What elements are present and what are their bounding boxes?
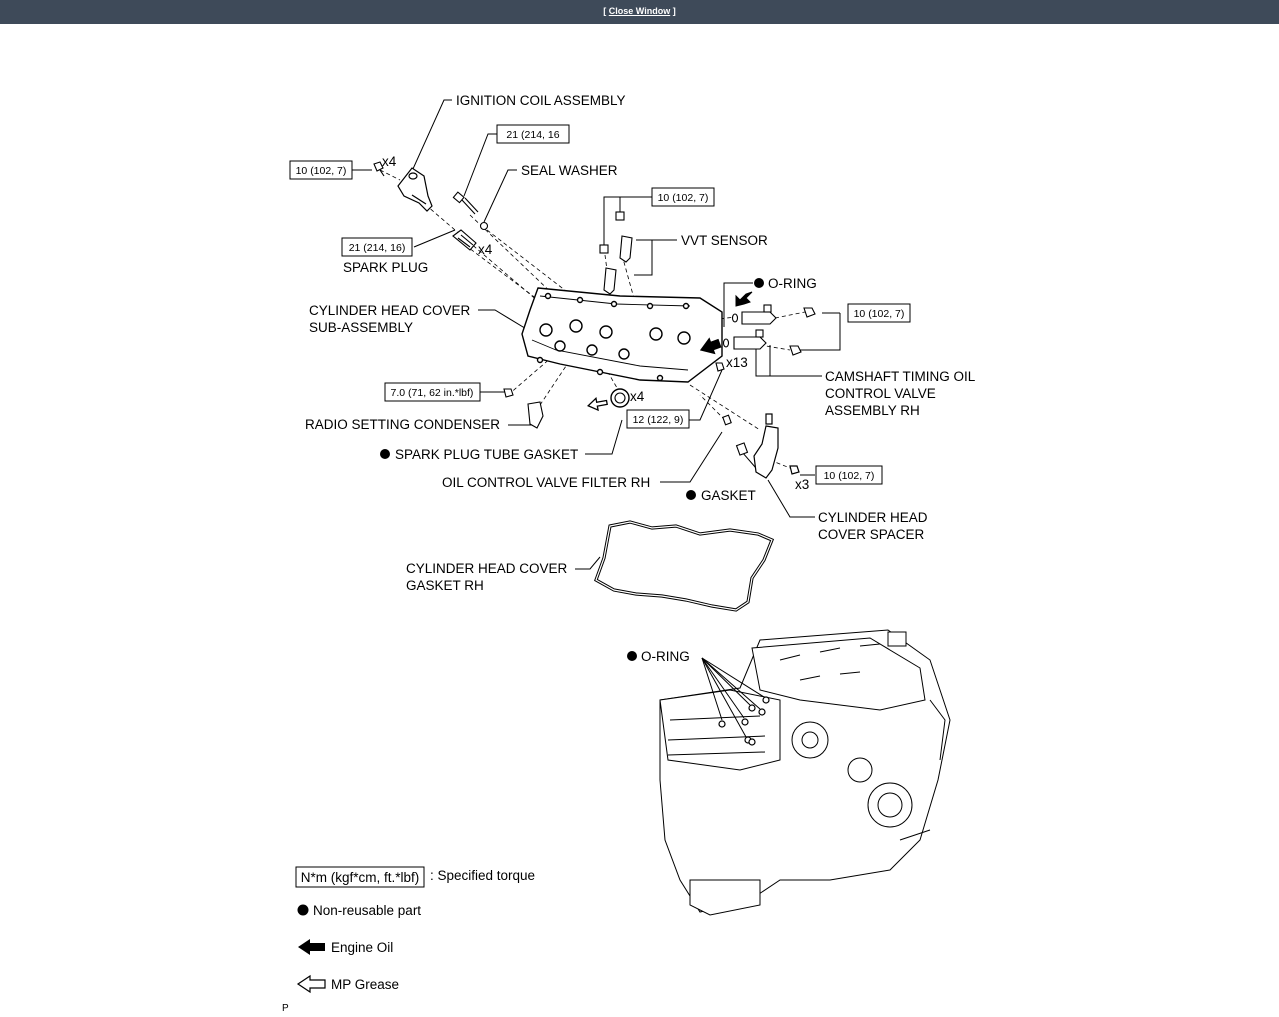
torque-specs: 10 (102, 7) 21 (214, 16 21 (214, 16) 10 … <box>289 124 911 485</box>
ignition-coil-part <box>397 167 433 212</box>
cylinder-head-cover-part <box>521 287 723 383</box>
qty-spark-plug: x4 <box>478 242 493 257</box>
label-ocv-filter: OIL CONTROL VALVE FILTER RH <box>442 475 650 490</box>
torque-ocv: 10 (102, 7) <box>854 308 905 320</box>
legend-non-reusable-dot-icon <box>297 904 309 916</box>
label-spark-plug: SPARK PLUG <box>343 260 428 275</box>
ocv-filter-and-gasket-parts <box>722 414 749 456</box>
legend-mp-grease-arrow-icon <box>296 974 326 994</box>
legend-mp-grease-text: MP Grease <box>331 977 399 992</box>
close-bracket-left: [ <box>603 6 609 16</box>
engine-oil-arrow-icons <box>699 291 753 355</box>
part-labels: IGNITION COIL ASSEMBLY SEAL WASHER VVT S… <box>305 93 976 664</box>
label-radio-condenser: RADIO SETTING CONDENSER <box>305 417 500 432</box>
torque-stud: 21 (214, 16 <box>506 129 559 141</box>
exploded-parts-diagram: 10 (102, 7) 21 (214, 16 21 (214, 16) 10 … <box>289 93 976 994</box>
legend-engine-oil-text: Engine Oil <box>331 940 393 955</box>
non-reusable-dot-icon <box>380 449 390 459</box>
close-window-link[interactable]: Close Window <box>608 6 671 16</box>
vvt-sensor-parts <box>599 211 633 295</box>
torque-cover-bolt: 12 (122, 9) <box>633 414 684 426</box>
spark-plug-tube-gasket-part <box>610 388 630 408</box>
label-gasket: GASKET <box>701 488 756 503</box>
label-spacer-line2: COVER SPACER <box>818 527 925 542</box>
label-camshaft-line2: CONTROL VALVE <box>825 386 936 401</box>
legend-torque-box <box>295 866 425 888</box>
engine-o-ring-markers <box>718 696 770 746</box>
cylinder-head-cover-spacer-part <box>753 413 800 479</box>
legend-non-reusable-text: Non-reusable part <box>313 903 421 918</box>
cover-bolt-part <box>715 362 725 372</box>
seal-washer-part <box>479 221 489 231</box>
label-o-ring-top: O-RING <box>768 276 817 291</box>
close-bracket-right: ] <box>670 6 676 16</box>
footer-marker: P <box>282 1003 289 1014</box>
close-window-control: [ Close Window ] <box>603 6 675 16</box>
torque-vvt: 10 (102, 7) <box>658 192 709 204</box>
label-spark-plug-tube-gasket: SPARK PLUG TUBE GASKET <box>395 447 578 462</box>
mp-grease-arrow-icon <box>586 396 608 412</box>
qty-tube-gasket: x4 <box>630 389 645 404</box>
label-cylinder-head-cover-line2: SUB-ASSEMBLY <box>309 320 413 335</box>
torque-ignition: 10 (102, 7) <box>296 165 347 177</box>
label-cover-gasket-line2: GASKET RH <box>406 578 484 593</box>
legend-torque-text: : Specified torque <box>430 868 535 883</box>
quantity-labels: x4 x4 x4 x13 x3 <box>382 154 809 492</box>
engine-block-illustration <box>659 629 951 916</box>
o-ring-leader-lines <box>701 657 765 738</box>
camshaft-timing-oil-control-valves <box>722 304 777 350</box>
stud-bolt <box>452 191 479 215</box>
qty-ignition: x4 <box>382 154 397 169</box>
spark-plug-part <box>452 229 477 251</box>
qty-spacer: x3 <box>795 477 809 492</box>
top-bar: [ Close Window ] <box>0 0 1279 24</box>
label-cylinder-head-cover-line1: CYLINDER HEAD COVER <box>309 303 471 318</box>
torque-spacer: 10 (102, 7) <box>824 470 875 482</box>
legend-engine-oil-arrow-icon <box>298 939 325 955</box>
cylinder-head-cover-gasket-part <box>594 520 775 612</box>
non-reusable-dot-icon <box>686 490 696 500</box>
ocv-bolts <box>789 307 816 356</box>
label-spacer-line1: CYLINDER HEAD <box>818 510 928 525</box>
legend: N*m (kgf*cm, ft.*lbf) : Specified torque… <box>295 866 535 994</box>
gasket-inner-line <box>595 521 773 611</box>
ignition-coil-bolt <box>373 161 385 177</box>
non-reusable-dot-icon <box>627 651 637 661</box>
torque-spark-plug: 21 (214, 16) <box>349 242 406 254</box>
label-seal-washer: SEAL WASHER <box>521 163 618 178</box>
non-reusable-dot-icon <box>754 278 764 288</box>
leader-lines <box>352 99 841 570</box>
label-camshaft-line1: CAMSHAFT TIMING OIL <box>825 369 976 384</box>
label-cover-gasket-line1: CYLINDER HEAD COVER <box>406 561 568 576</box>
label-camshaft-line3: ASSEMBLY RH <box>825 403 920 418</box>
torque-condenser: 7.0 (71, 62 in.*lbf) <box>391 387 474 399</box>
legend-torque-units: N*m (kgf*cm, ft.*lbf) <box>301 870 420 885</box>
label-o-ring-bottom: O-RING <box>641 649 690 664</box>
qty-cover-bolts: x13 <box>726 355 748 370</box>
label-vvt-sensor: VVT SENSOR <box>681 233 768 248</box>
label-ignition-coil: IGNITION COIL ASSEMBLY <box>456 93 626 108</box>
radio-condenser-part <box>503 388 544 429</box>
